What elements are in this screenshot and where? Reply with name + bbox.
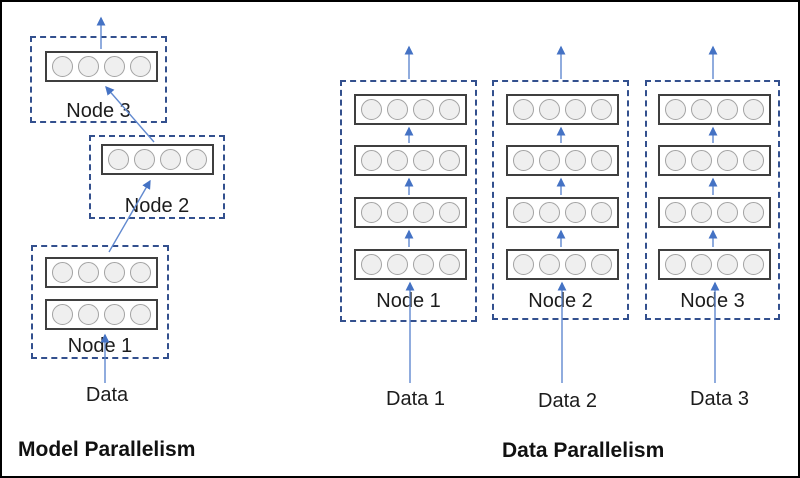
- unit-circle: [186, 149, 207, 170]
- unit-circle: [539, 99, 560, 120]
- unit-circle: [665, 202, 686, 223]
- unit-circle: [665, 99, 686, 120]
- model-data-label: Data: [85, 384, 129, 406]
- layer-box: [658, 197, 771, 228]
- unit-circle: [717, 99, 738, 120]
- layer-box: [354, 94, 467, 125]
- unit-circle: [665, 254, 686, 275]
- layer-box: [506, 145, 619, 176]
- unit-circle: [691, 150, 712, 171]
- unit-circle: [743, 150, 764, 171]
- data-node-2-box: Node 2: [492, 80, 629, 320]
- unit-circle: [104, 304, 125, 325]
- unit-circle: [743, 202, 764, 223]
- unit-circle: [78, 262, 99, 283]
- data2-label: Data 2: [538, 390, 597, 412]
- unit-circle: [387, 99, 408, 120]
- node-label: Node 2: [528, 290, 593, 312]
- layer-box: [506, 197, 619, 228]
- layer-box: [354, 197, 467, 228]
- unit-circle: [361, 99, 382, 120]
- unit-circle: [691, 202, 712, 223]
- model-parallelism-title: Model Parallelism: [18, 438, 196, 461]
- unit-circle: [591, 99, 612, 120]
- unit-circle: [539, 150, 560, 171]
- unit-circle: [52, 262, 73, 283]
- unit-circle: [104, 56, 125, 77]
- unit-circle: [361, 254, 382, 275]
- unit-circle: [130, 56, 151, 77]
- data-node-1-box: Node 1: [340, 80, 477, 322]
- unit-circle: [717, 254, 738, 275]
- unit-circle: [387, 254, 408, 275]
- unit-circle: [413, 150, 434, 171]
- unit-circle: [413, 202, 434, 223]
- node-label: Node 3: [680, 290, 745, 312]
- unit-circle: [387, 202, 408, 223]
- unit-circle: [591, 254, 612, 275]
- unit-circle: [361, 150, 382, 171]
- layer-box: [101, 144, 214, 175]
- unit-circle: [78, 304, 99, 325]
- unit-circle: [104, 262, 125, 283]
- node-label: Node 1: [67, 335, 133, 357]
- unit-circle: [565, 150, 586, 171]
- data-node-3-box: Node 3: [645, 80, 780, 320]
- layer-box: [658, 94, 771, 125]
- unit-circle: [539, 254, 560, 275]
- unit-circle: [513, 99, 534, 120]
- data3-label: Data 3: [690, 388, 749, 410]
- unit-circle: [743, 99, 764, 120]
- unit-circle: [108, 149, 129, 170]
- unit-circle: [539, 202, 560, 223]
- unit-circle: [691, 254, 712, 275]
- unit-circle: [78, 56, 99, 77]
- model-node-1-box: Node 1: [31, 245, 169, 359]
- layer-box: [506, 94, 619, 125]
- unit-circle: [52, 56, 73, 77]
- unit-circle: [743, 254, 764, 275]
- layer-box: [45, 257, 158, 288]
- unit-circle: [413, 99, 434, 120]
- unit-circle: [717, 202, 738, 223]
- node-label: Node 1: [376, 290, 441, 312]
- unit-circle: [52, 304, 73, 325]
- unit-circle: [591, 202, 612, 223]
- layer-box: [45, 51, 158, 82]
- unit-circle: [134, 149, 155, 170]
- model-node-2-box: Node 2: [89, 135, 225, 219]
- layer-box: [658, 249, 771, 280]
- unit-circle: [565, 254, 586, 275]
- unit-circle: [439, 254, 460, 275]
- layer-box: [354, 145, 467, 176]
- unit-circle: [565, 99, 586, 120]
- unit-circle: [439, 150, 460, 171]
- unit-circle: [717, 150, 738, 171]
- unit-circle: [439, 202, 460, 223]
- node-label: Node 3: [66, 100, 131, 122]
- data-parallelism-title: Data Parallelism: [502, 439, 665, 462]
- model-node-3-box: Node 3: [30, 36, 167, 123]
- unit-circle: [387, 150, 408, 171]
- unit-circle: [691, 99, 712, 120]
- data1-label: Data 1: [386, 388, 445, 410]
- layer-box: [658, 145, 771, 176]
- unit-circle: [160, 149, 181, 170]
- unit-circle: [439, 99, 460, 120]
- node-label: Node 2: [124, 195, 190, 217]
- unit-circle: [130, 262, 151, 283]
- unit-circle: [513, 254, 534, 275]
- unit-circle: [665, 150, 686, 171]
- unit-circle: [513, 202, 534, 223]
- unit-circle: [513, 150, 534, 171]
- unit-circle: [130, 304, 151, 325]
- unit-circle: [565, 202, 586, 223]
- layer-box: [45, 299, 158, 330]
- layer-box: [354, 249, 467, 280]
- layer-box: [506, 249, 619, 280]
- unit-circle: [591, 150, 612, 171]
- unit-circle: [361, 202, 382, 223]
- unit-circle: [413, 254, 434, 275]
